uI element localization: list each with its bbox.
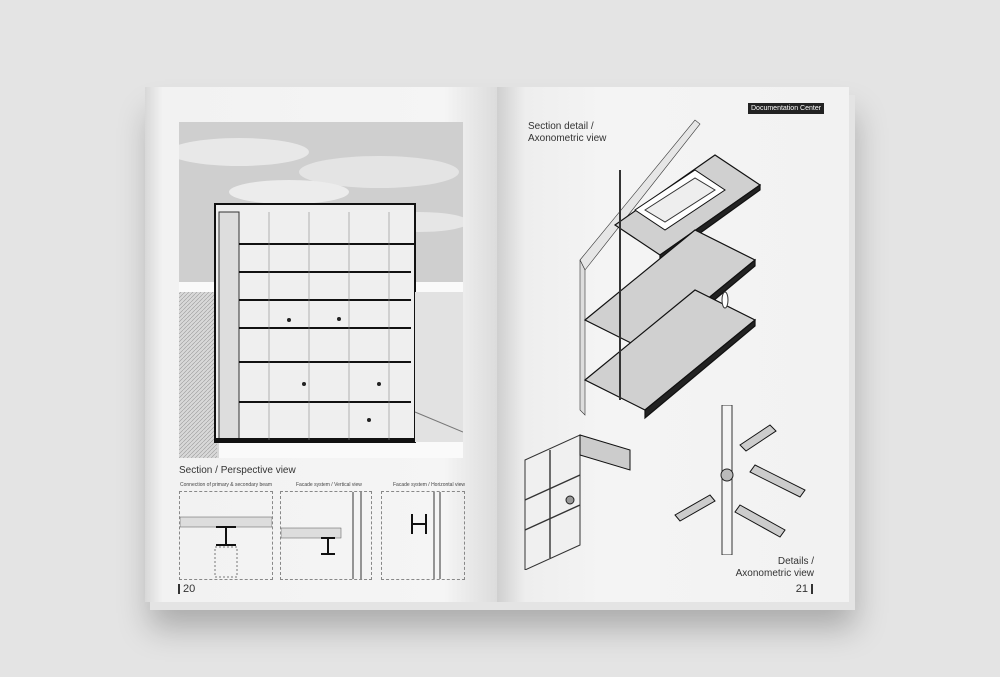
- details-caption-line-2: Axonometric view: [735, 568, 814, 579]
- page-number-bar-left: [178, 584, 180, 594]
- left-page-number: 20: [183, 583, 196, 595]
- axonometric-section-drawing: [579, 119, 762, 420]
- facade-detail-drawing: [524, 434, 631, 570]
- page-number-bar-right: [811, 584, 813, 594]
- detail-title-beam: Connection of primary & secondary beam: [180, 482, 272, 488]
- details-caption-line-1: Details /: [777, 556, 814, 567]
- detail-title-vertical: Facade system / Vertical view: [296, 482, 362, 488]
- documentation-center-badge: Documentation Center: [748, 103, 825, 114]
- section-caption: Section / Perspective view: [179, 465, 296, 476]
- right-page-number: 21: [795, 583, 808, 595]
- detail-title-horizontal: Facade system / Horizontal view: [393, 482, 465, 488]
- detail-vertical-drawing: [280, 491, 372, 580]
- detail-horizontal-drawing: [381, 491, 465, 580]
- joint-detail-drawing: [674, 405, 806, 555]
- section-perspective-drawing: [179, 122, 463, 458]
- section-detail-caption-line-1: Section detail /: [528, 121, 594, 132]
- detail-beam-drawing: [179, 491, 273, 580]
- section-detail-caption-line-2: Axonometric view: [528, 133, 607, 144]
